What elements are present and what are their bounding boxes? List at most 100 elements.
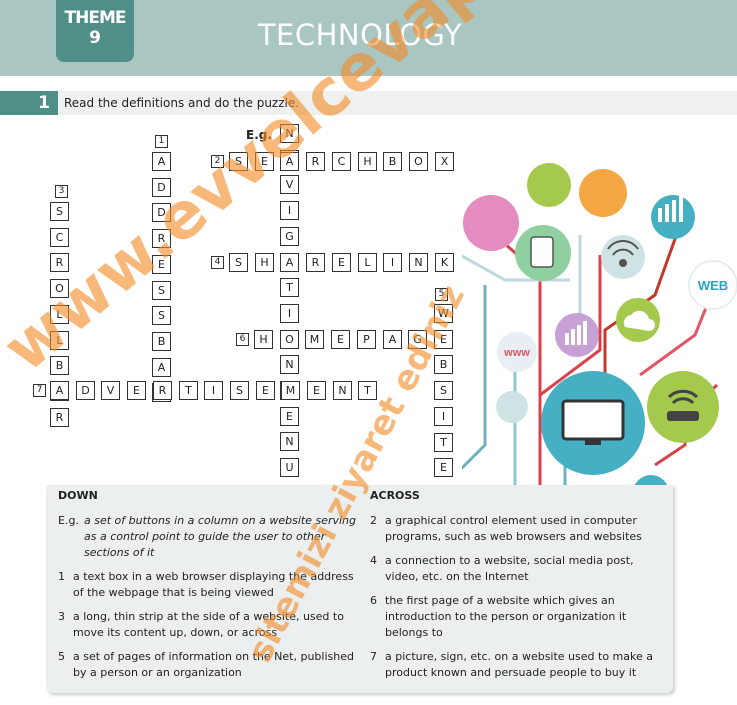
crossword-area — [22, 117, 462, 487]
down-heading: DOWN — [58, 489, 98, 502]
crossword-cell[interactable]: I — [434, 407, 453, 426]
crossword-cell[interactable]: I — [280, 304, 299, 323]
clue-text: the first page of a website which gives … — [385, 594, 627, 639]
crossword-cell[interactable]: A — [280, 152, 299, 171]
crossword-cell[interactable]: H — [255, 253, 274, 272]
crossword-cell[interactable]: X — [435, 152, 454, 171]
clue-text: a text box in a web browser displaying t… — [73, 570, 354, 599]
crossword-cell[interactable]: S — [50, 202, 69, 221]
crossword-cell[interactable]: P — [357, 330, 376, 349]
crossword-cell[interactable]: T — [280, 278, 299, 297]
crossword-cell[interactable]: C — [332, 152, 351, 171]
clue-text: a set of pages of information on the Net… — [73, 650, 354, 679]
crossword-cell[interactable]: W — [434, 304, 453, 323]
clue-text: a graphical control element used in comp… — [385, 514, 642, 543]
crossword-cell[interactable]: C — [50, 228, 69, 247]
crossword-cell[interactable]: B — [383, 152, 402, 171]
crossword-cell[interactable]: H — [254, 330, 273, 349]
crossword-cell[interactable]: E — [332, 253, 351, 272]
across-clues: ACROSS 2 a graphical control element use… — [370, 485, 662, 689]
across-heading: ACROSS — [370, 489, 420, 502]
task-instruction: Read the definitions and do the puzzle. — [64, 96, 300, 110]
example-label: E.g. — [246, 128, 272, 142]
crossword-cell[interactable]: A — [152, 358, 171, 377]
crossword-cell[interactable]: D — [76, 381, 95, 400]
crossword-cell[interactable]: E — [280, 407, 299, 426]
clue-number-box: 3 — [55, 185, 68, 198]
down-clue-5: 5 a set of pages of information on the N… — [58, 649, 358, 681]
crossword-cell[interactable]: O — [280, 330, 299, 349]
crossword-cell[interactable]: D — [152, 178, 171, 197]
crossword-cell[interactable]: S — [434, 381, 453, 400]
crossword-cell[interactable]: E — [127, 381, 146, 400]
across-clue-6: 6 the first page of a website which give… — [370, 593, 662, 641]
crossword-cell[interactable]: N — [280, 124, 299, 143]
clue-number: 6 — [370, 594, 377, 607]
crossword-cell[interactable]: L — [50, 305, 69, 324]
www-bubble-text: www — [503, 347, 530, 359]
crossword-cell[interactable]: S — [152, 281, 171, 300]
crossword-cell[interactable]: E — [434, 458, 453, 477]
crossword-cell[interactable]: A — [383, 330, 402, 349]
crossword-cell[interactable]: R — [153, 381, 172, 400]
crossword-cell[interactable]: A — [152, 152, 171, 171]
crossword-cell[interactable]: K — [435, 253, 454, 272]
crossword-cell[interactable]: N — [280, 432, 299, 451]
crossword-cell[interactable]: B — [152, 332, 171, 351]
crossword-cell[interactable]: B — [434, 355, 453, 374]
crossword-cell[interactable]: M — [305, 330, 324, 349]
across-clue-7: 7 a picture, sign, etc. on a website use… — [370, 649, 662, 681]
crossword-cell[interactable]: S — [230, 381, 249, 400]
crossword-cell[interactable]: H — [358, 152, 377, 171]
crossword-cell[interactable]: N — [280, 355, 299, 374]
clue-number: 5 — [58, 650, 65, 663]
crossword-cell[interactable]: N — [409, 253, 428, 272]
crossword-cell[interactable]: L — [50, 331, 69, 350]
crossword-cell[interactable]: O — [50, 279, 69, 298]
crossword-cell[interactable]: R — [152, 229, 171, 248]
crossword-cell[interactable]: I — [280, 201, 299, 220]
crossword-cell[interactable]: T — [179, 381, 198, 400]
across-clue-2: 2 a graphical control element used in co… — [370, 513, 662, 545]
crossword-cell[interactable]: M — [281, 381, 300, 400]
technology-illustration: WEB www — [455, 163, 737, 535]
crossword-cell[interactable]: E — [255, 152, 274, 171]
crossword-cell[interactable]: V — [101, 381, 120, 400]
crossword-cell[interactable]: E — [307, 381, 326, 400]
crossword-cell[interactable]: S — [152, 306, 171, 325]
web-bubble-text: WEB — [698, 278, 728, 293]
crossword-cell[interactable]: N — [333, 381, 352, 400]
crossword-cell[interactable]: I — [383, 253, 402, 272]
crossword-cell[interactable]: S — [229, 152, 248, 171]
across-clue-4: 4 a connection to a website, social medi… — [370, 553, 662, 585]
crossword-cell[interactable]: L — [358, 253, 377, 272]
theme-badge: THEME 9 — [56, 0, 134, 62]
crossword-cell[interactable]: R — [50, 253, 69, 272]
crossword-cell[interactable]: T — [434, 433, 453, 452]
clue-number-box: 6 — [236, 333, 249, 346]
crossword-cell[interactable]: G — [408, 330, 427, 349]
crossword-cell[interactable]: O — [409, 152, 428, 171]
crossword-cell[interactable]: G — [280, 227, 299, 246]
crossword-cell[interactable]: E — [152, 255, 171, 274]
crossword-cell[interactable]: D — [152, 203, 171, 222]
crossword-cell[interactable]: E — [256, 381, 275, 400]
crossword-cell[interactable]: E — [434, 330, 453, 349]
crossword-cell[interactable]: S — [229, 253, 248, 272]
crossword-cell[interactable]: E — [331, 330, 350, 349]
crossword-cell[interactable]: A — [50, 381, 69, 400]
crossword-cell[interactable]: U — [280, 458, 299, 477]
crossword-cell[interactable]: R — [306, 152, 325, 171]
clue-number: E.g. — [58, 514, 79, 527]
clue-number-box: 2 — [211, 155, 224, 168]
crossword-cell[interactable]: R — [50, 408, 69, 427]
crossword-cell[interactable]: I — [204, 381, 223, 400]
crossword-cell[interactable]: A — [280, 253, 299, 272]
task-number: 1 — [0, 91, 58, 115]
crossword-cell[interactable]: B — [50, 356, 69, 375]
crossword-cell[interactable]: T — [358, 381, 377, 400]
crossword-cell[interactable]: R — [306, 253, 325, 272]
crossword-cell[interactable]: V — [280, 175, 299, 194]
clue-number-box: 1 — [155, 135, 168, 148]
clues-panel: DOWN E.g. a set of buttons in a column o… — [46, 485, 673, 693]
